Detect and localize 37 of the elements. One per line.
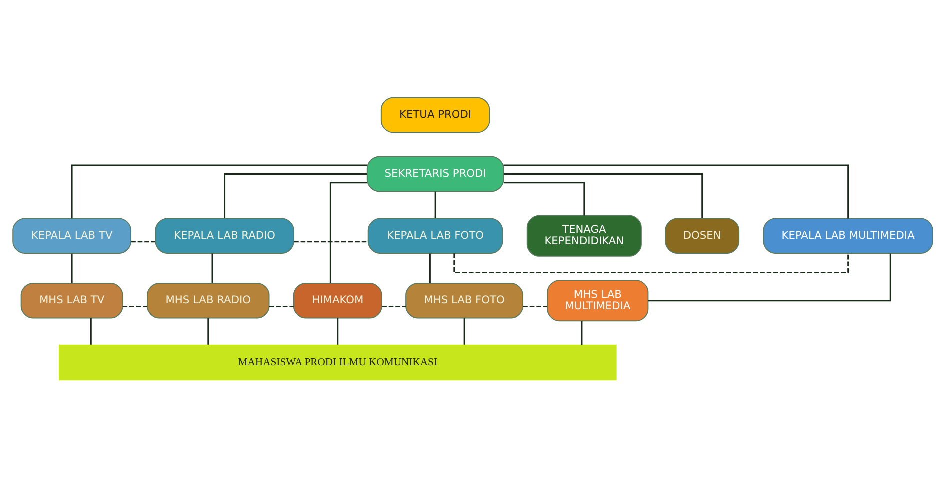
connector — [337, 318, 339, 344]
connector — [504, 173, 704, 218]
connector — [90, 318, 92, 344]
connector — [224, 173, 368, 218]
node-box: KEPALA LAB RADIO — [155, 218, 294, 254]
node-box: HIMAKOM — [293, 282, 382, 318]
connector — [382, 305, 406, 307]
node-box: MHS LAB MULTIMEDIA — [547, 280, 649, 322]
node-box: KEPALA LAB MULTIMEDIA — [763, 218, 934, 254]
node-box: TENAGA KEPENDIDIKAN — [526, 214, 642, 256]
connector — [330, 182, 368, 283]
connector — [581, 320, 583, 345]
node-box: MHS LAB RADIO — [147, 282, 270, 318]
node-box: MAHASISWA PRODI ILMU KOMUNIKASI — [59, 344, 617, 380]
connector — [269, 305, 294, 307]
node-box: MHS LAB FOTO — [406, 282, 524, 318]
connector — [523, 305, 548, 307]
connector — [71, 253, 73, 283]
node-box: KETUA PRODI — [380, 96, 490, 133]
connector — [454, 253, 850, 274]
node-box: KEPALA LAB TV — [12, 218, 132, 254]
connector — [294, 240, 368, 242]
connector — [504, 164, 850, 218]
connector — [122, 305, 148, 307]
connector — [131, 240, 156, 242]
node-box: MHS LAB TV — [20, 282, 124, 318]
connector — [504, 182, 586, 216]
connector — [464, 318, 466, 344]
connector — [208, 318, 210, 344]
node-box: KEPALA LAB FOTO — [368, 218, 504, 254]
connector — [648, 253, 892, 302]
node-box: DOSEN — [665, 218, 740, 254]
node-box: SEKRETARIS PRODI — [366, 156, 504, 192]
connector — [212, 253, 214, 283]
connector — [430, 253, 431, 283]
connector — [71, 164, 368, 218]
connector — [434, 191, 436, 218]
